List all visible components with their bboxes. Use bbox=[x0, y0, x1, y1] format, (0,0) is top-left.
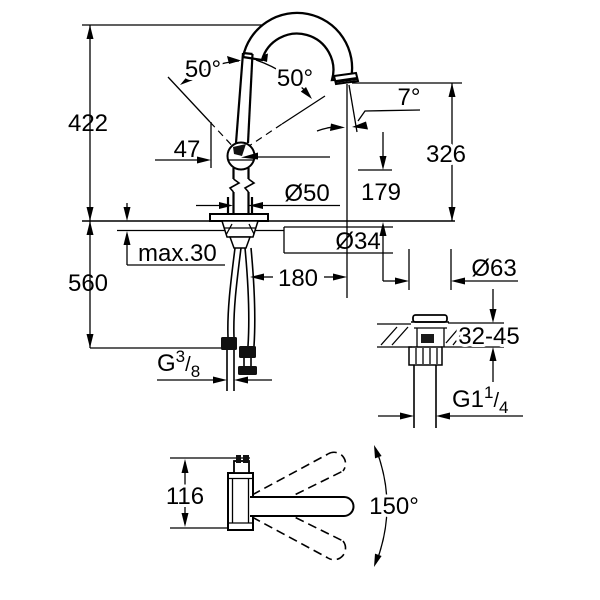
label-flange-diameter: Ø63 bbox=[471, 255, 516, 282]
dimension-spray-angle: 7° bbox=[316, 84, 421, 132]
dimension-body-diameter: Ø50 bbox=[196, 180, 340, 209]
dimension-spout-height: 326 bbox=[423, 83, 469, 221]
label-counter-thickness-range: 32-45 bbox=[458, 323, 519, 350]
label-spray-angle: 7° bbox=[398, 84, 421, 111]
lever-handle bbox=[234, 51, 254, 144]
dimension-max30: max.30 bbox=[123, 203, 225, 267]
aerator-outlet bbox=[332, 71, 360, 86]
front-elevation-view: 422 560 50° 50° bbox=[68, 11, 469, 391]
ball-joint bbox=[226, 141, 256, 171]
label-overall-height: 422 bbox=[68, 110, 108, 137]
label-spout-height: 326 bbox=[426, 141, 466, 168]
label-body-diameter: Ø50 bbox=[284, 180, 329, 207]
spout-plan bbox=[250, 496, 355, 517]
label-lever-angle-back: 50° bbox=[185, 56, 221, 83]
plan-view: 116 150° bbox=[163, 445, 422, 567]
waste-assembly-view: Ø63 bbox=[377, 249, 523, 428]
popup-waste-body bbox=[408, 314, 449, 428]
label-hole-diameter: Ø34 bbox=[335, 228, 380, 255]
label-supply-thread: G3/8 bbox=[157, 347, 200, 381]
spray-direction-line bbox=[348, 84, 358, 133]
dimension-422-560: 422 560 bbox=[68, 25, 108, 348]
dimension-waste-thread: G11/4 bbox=[378, 383, 523, 420]
callout-hole-diameter: Ø34 bbox=[283, 226, 393, 255]
label-spout-reach: 180 bbox=[278, 265, 318, 292]
label-lever-offset: 47 bbox=[174, 136, 201, 163]
faucet-body-column bbox=[209, 168, 269, 222]
lever-plan bbox=[233, 460, 250, 474]
label-max-counter-thickness: max.30 bbox=[138, 240, 217, 267]
dimension-body-height: 116 bbox=[163, 459, 207, 527]
dimension-47: 47 bbox=[155, 122, 330, 168]
label-outlet-height: 179 bbox=[361, 179, 401, 206]
label-waste-thread: G11/4 bbox=[452, 383, 509, 417]
lever-swing-angles: 50° 50° bbox=[167, 53, 326, 153]
faucet-body-plan bbox=[227, 455, 254, 531]
dimension-spout-reach: 180 bbox=[250, 265, 347, 292]
popup-cap bbox=[412, 314, 448, 323]
overflow-window bbox=[421, 334, 434, 343]
dimension-supply-thread: G3/8 bbox=[157, 347, 272, 384]
label-swivel-angle: 150° bbox=[369, 493, 419, 520]
lever-ghost-ray-front bbox=[281, 95, 326, 125]
hose-connector-right bbox=[239, 346, 256, 358]
lever-ghost-ray-back bbox=[167, 76, 211, 123]
escutcheon-flange bbox=[209, 213, 269, 222]
dimension-flange-diameter: Ø63 bbox=[383, 255, 518, 285]
mounting-hardware bbox=[220, 220, 260, 249]
hose-connector-left bbox=[221, 337, 237, 350]
dimension-outlet-height: 179 bbox=[358, 132, 401, 281]
dimension-counter-thickness-range: 32-45 bbox=[455, 289, 523, 382]
counter-section-hatched bbox=[377, 322, 504, 348]
label-body-height: 116 bbox=[166, 483, 204, 510]
locknut bbox=[408, 346, 443, 366]
label-hose-drop: 560 bbox=[68, 270, 108, 297]
label-lever-angle-front: 50° bbox=[277, 65, 313, 92]
dimension-swivel-angle: 150° bbox=[366, 445, 422, 567]
supply-hoses bbox=[221, 247, 257, 391]
